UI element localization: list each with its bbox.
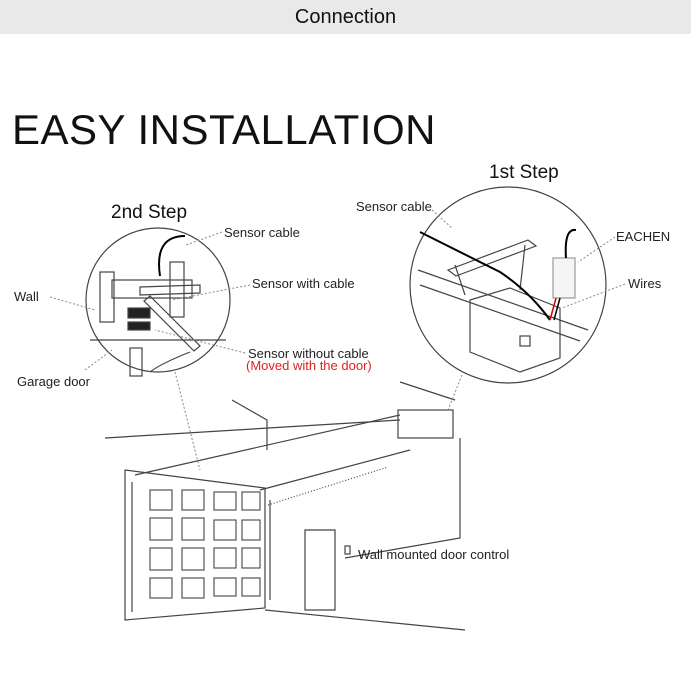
step2-title: 2nd Step bbox=[111, 202, 188, 223]
garage-illustration bbox=[104, 381, 466, 631]
step1-detail-circle bbox=[409, 186, 607, 384]
step1-sensor-cable-label: Sensor cable bbox=[356, 199, 432, 214]
step2-garage-door-label: Garage door bbox=[17, 374, 90, 389]
step2-sensor-without-cable-label: Sensor without cable bbox=[248, 346, 369, 361]
step2-moved-note: (Moved with the door) bbox=[246, 358, 372, 373]
leader-lines bbox=[49, 209, 626, 471]
step1-wires-label: Wires bbox=[628, 276, 662, 291]
wall-control-label: Wall mounted door control bbox=[358, 547, 510, 562]
step2-detail-circle bbox=[85, 227, 231, 373]
step2-wall-label: Wall bbox=[14, 289, 39, 304]
step2-sensor-with-cable-label: Sensor with cable bbox=[252, 276, 355, 291]
step2-sensor-cable-label: Sensor cable bbox=[224, 225, 300, 240]
step1-eachen-label: EACHEN bbox=[616, 229, 671, 244]
section-header: Connection bbox=[0, 0, 691, 34]
step1-title: 1st Step bbox=[489, 162, 559, 183]
step1-opener-illustration bbox=[417, 239, 589, 373]
step2-bracket-illustration bbox=[90, 261, 226, 377]
section-title: Connection bbox=[294, 5, 397, 28]
page-headline: EASY INSTALLATION bbox=[12, 106, 436, 153]
